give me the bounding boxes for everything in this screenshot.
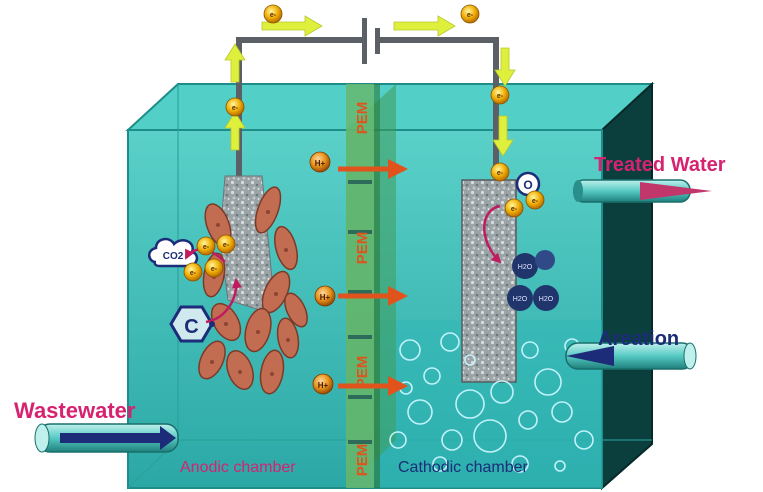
svg-text:e-: e- [223,242,230,249]
tank-side-face [602,84,652,488]
wastewater-inlet-pipe [35,424,178,452]
water-label-1: H2O [518,264,533,271]
svg-text:e-: e- [232,105,239,112]
battery-plate-long [362,18,367,64]
water-label-3: H2O [539,296,554,303]
svg-text:e-: e- [497,170,504,177]
treated-water-outlet-pipe [573,180,712,202]
anodic-chamber-label: Anodic chamber [180,459,296,476]
water-label-2: H2O [513,296,528,303]
pem-label-1: PEM [354,102,371,135]
svg-text:e-: e- [532,198,539,205]
svg-text:H+: H+ [320,293,331,302]
pem-label-3: PEM [354,356,371,389]
svg-text:e-: e- [190,270,197,277]
pem-membrane [346,84,374,488]
svg-text:e-: e- [497,93,504,100]
svg-text:e-: e- [467,12,474,19]
wastewater-label: Wastewater [14,398,136,423]
battery-plate-short [375,28,380,54]
co2-label: CO2 [163,251,184,262]
treated-water-label: Treated Water [594,154,726,176]
aeration-label: Areation [598,328,679,350]
cathodic-chamber-label: Cathodic chamber [398,459,529,476]
svg-text:e-: e- [203,244,210,251]
svg-text:H+: H+ [315,159,326,168]
svg-text:e-: e- [511,206,518,213]
oxygen-label: O [523,178,532,192]
svg-text:H+: H+ [318,381,329,390]
svg-text:e-: e- [270,12,277,19]
pem-label-4: PEM [354,444,371,477]
svg-text:e-: e- [211,266,218,273]
carbon-label: C [184,316,198,338]
pem-label-2: PEM [354,232,371,265]
